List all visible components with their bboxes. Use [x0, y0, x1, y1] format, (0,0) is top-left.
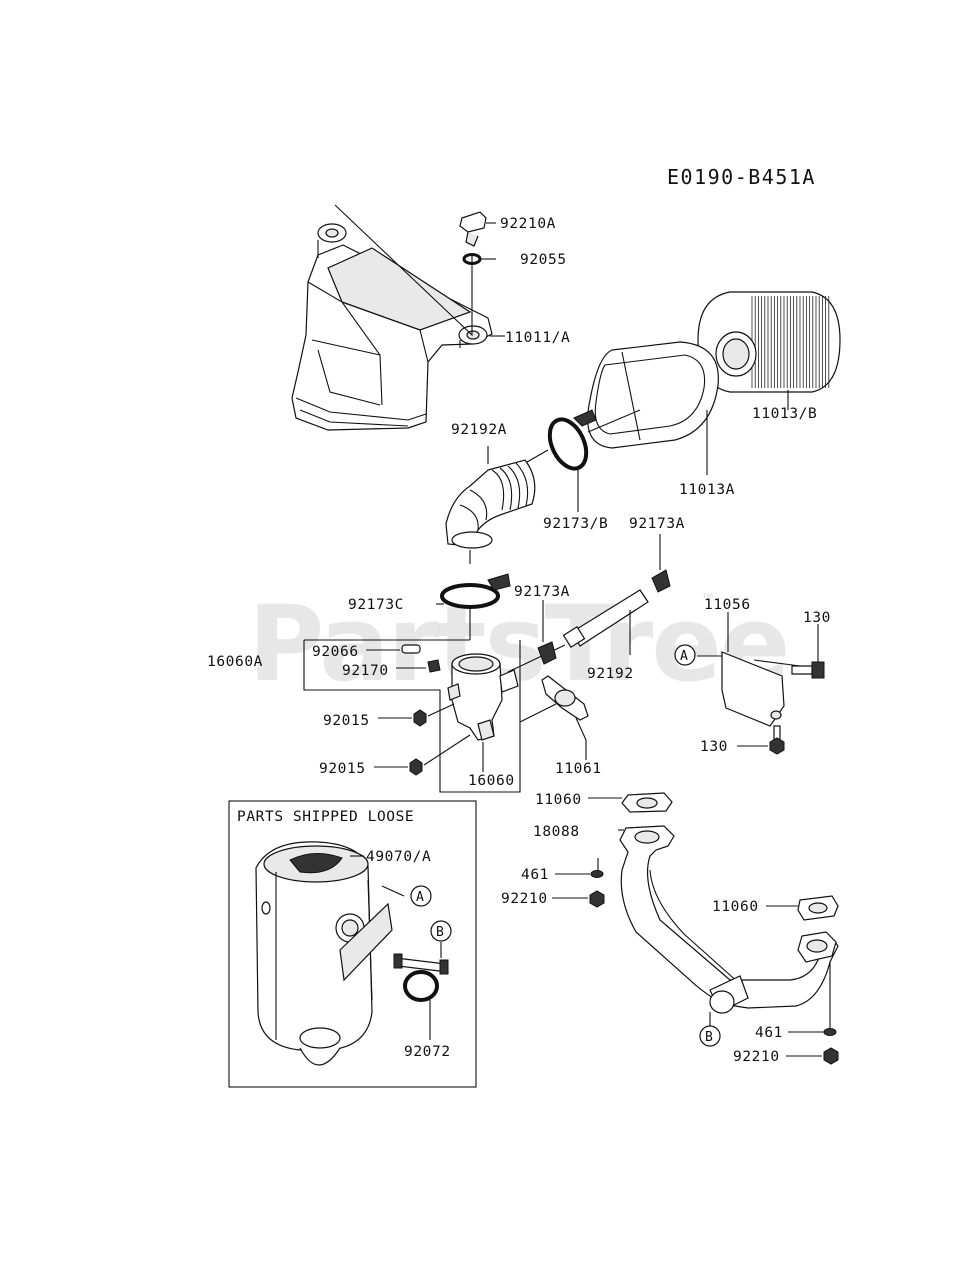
label-92072[interactable]: 92072 [404, 1044, 451, 1060]
label-92173-B[interactable]: 92173/B [543, 516, 608, 532]
nut-92210-a-part[interactable] [589, 890, 605, 908]
label-92210A[interactable]: 92210A [500, 216, 556, 232]
label-130-bottom[interactable]: 130 [700, 739, 728, 755]
air-cleaner-cover-part[interactable] [291, 223, 493, 431]
washer-part[interactable] [462, 253, 482, 265]
wing-nut-part[interactable] [459, 211, 487, 247]
bolt-130-bottom-part[interactable] [769, 725, 785, 755]
part-number-labels: 92210A 92055 11011/A 11013/B 92192A 1101… [207, 216, 831, 1065]
label-130-top[interactable]: 130 [803, 610, 831, 626]
svg-text:A: A [680, 649, 688, 664]
label-16060A[interactable]: 16060A [207, 654, 263, 670]
label-92015-b[interactable]: 92015 [319, 761, 366, 777]
washer-461-a-part[interactable] [590, 870, 604, 878]
label-11011-A[interactable]: 11011/A [505, 330, 570, 346]
air-filter-element-part[interactable] [697, 291, 841, 393]
label-92192[interactable]: 92192 [587, 666, 634, 682]
label-92173A-mid[interactable]: 92173A [514, 584, 570, 600]
label-11056[interactable]: 11056 [704, 597, 751, 613]
label-92192A[interactable]: 92192A [451, 422, 507, 438]
label-92210-b[interactable]: 92210 [733, 1049, 780, 1065]
label-16060[interactable]: 16060 [468, 773, 515, 789]
gasket-11061-part[interactable] [541, 675, 589, 721]
small-clamp-part[interactable] [427, 659, 441, 673]
watermark-trademark: ™ [700, 590, 716, 609]
label-461-a[interactable]: 461 [521, 867, 549, 883]
muffler-clamp-part[interactable] [393, 953, 449, 1002]
label-92173C[interactable]: 92173C [348, 597, 404, 613]
label-11060-a[interactable]: 11060 [535, 792, 582, 808]
label-11060-b[interactable]: 11060 [712, 899, 759, 915]
label-92055[interactable]: 92055 [520, 252, 567, 268]
label-49070-A[interactable]: 49070/A [366, 849, 431, 865]
label-11013-B[interactable]: 11013/B [752, 406, 817, 422]
label-92173A-top[interactable]: 92173A [629, 516, 685, 532]
gasket-11060-b-part[interactable] [797, 895, 839, 921]
muffler-part[interactable] [255, 841, 393, 1066]
label-92015-a[interactable]: 92015 [323, 713, 370, 729]
leader-cover-stud [334, 204, 473, 337]
nut-92015-a-part[interactable] [413, 709, 427, 727]
washer-461-b-part[interactable] [823, 1028, 837, 1036]
bracket-part[interactable] [721, 651, 785, 727]
callout-b-pipe: B [699, 1025, 721, 1047]
callout-b-box: B [430, 920, 452, 942]
svg-text:A: A [416, 890, 424, 905]
drawing-code: E0190-B451A [667, 165, 816, 189]
exhaust-pipe-part[interactable] [619, 825, 839, 1014]
callout-a-box: A [410, 885, 432, 907]
parts-shipped-loose-box [228, 800, 477, 1088]
bolt-130-top-part[interactable] [791, 661, 825, 679]
label-92210-a[interactable]: 92210 [501, 891, 548, 907]
breather-hose-part[interactable] [562, 589, 649, 649]
hose-clamp-b-part[interactable] [543, 409, 597, 474]
label-18088[interactable]: 18088 [533, 824, 580, 840]
filter-pleats [751, 296, 830, 388]
hose-clamp-c-part[interactable] [440, 573, 511, 609]
hose-clamp-a-top-part[interactable] [651, 569, 671, 593]
loose-parts-title: PARTS SHIPPED LOOSE [237, 809, 414, 825]
small-hose-part[interactable] [401, 644, 421, 654]
label-11013A[interactable]: 11013A [679, 482, 735, 498]
gasket-11060-a-part[interactable] [621, 792, 673, 813]
elbow-hose-part[interactable] [445, 446, 536, 549]
label-11061[interactable]: 11061 [555, 761, 602, 777]
label-92170[interactable]: 92170 [342, 663, 389, 679]
label-92066[interactable]: 92066 [312, 644, 359, 660]
nut-92210-b-part[interactable] [823, 1047, 839, 1065]
hose-clamp-a-mid-part[interactable] [537, 641, 557, 665]
callout-a-top: A [674, 644, 696, 666]
svg-text:B: B [436, 925, 444, 940]
svg-text:B: B [705, 1030, 713, 1045]
inlet-pipe-part[interactable] [447, 653, 519, 741]
label-461-b[interactable]: 461 [755, 1025, 783, 1041]
watermark: PartsTree [248, 583, 788, 705]
nut-92015-b-part[interactable] [409, 758, 423, 776]
pre-cleaner-part[interactable] [587, 341, 719, 449]
